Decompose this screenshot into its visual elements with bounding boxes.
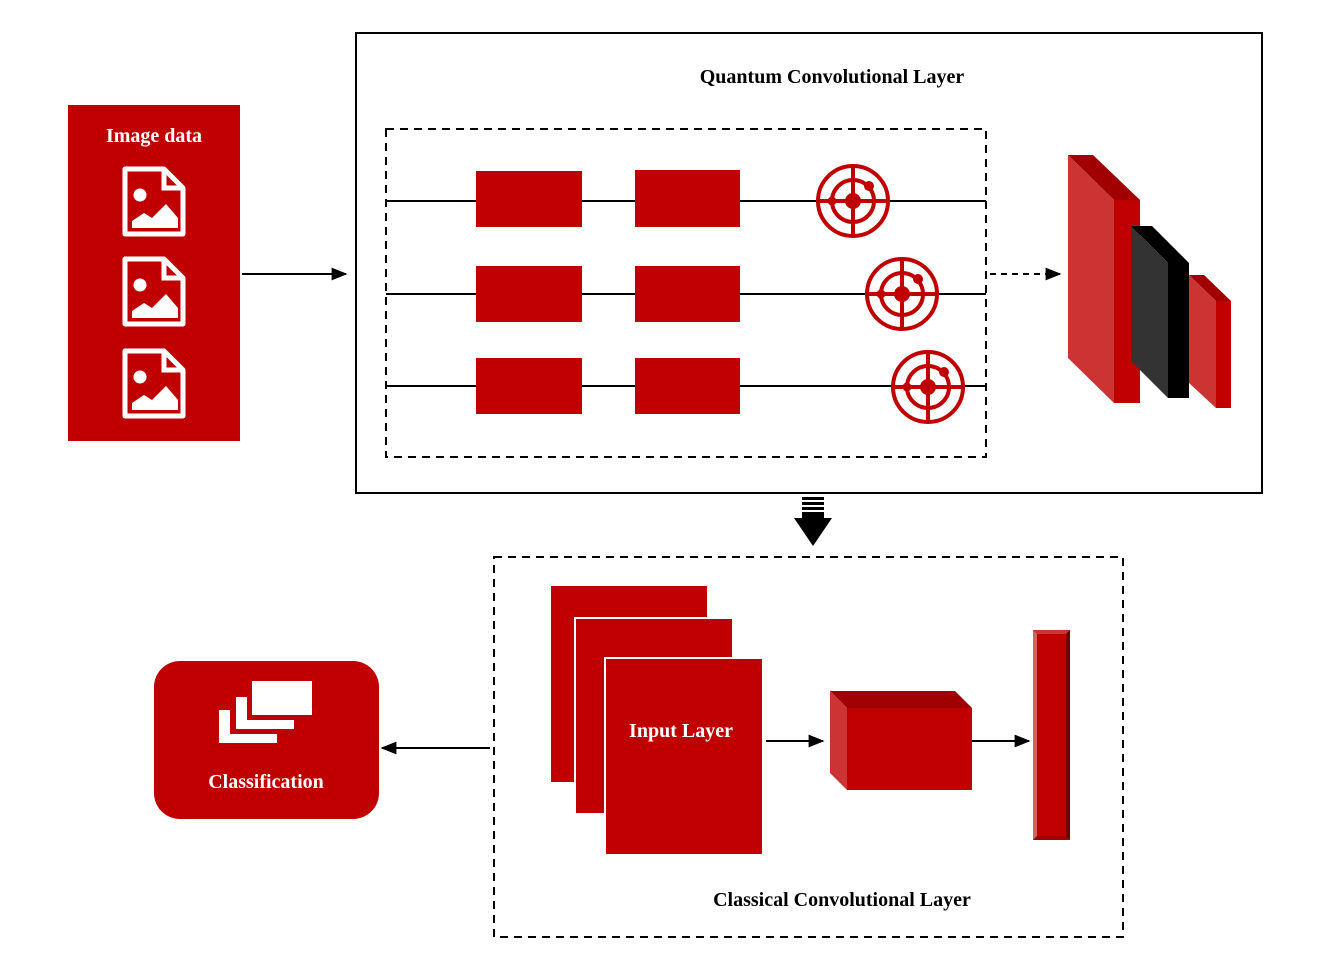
feature-map-red-block (1068, 155, 1140, 403)
feature-map-black-block (1131, 226, 1189, 398)
classification-panel: Classification (154, 661, 379, 819)
quantum-gate (635, 358, 740, 414)
feature-map-red-block-small (1189, 275, 1231, 408)
qubit-line (386, 350, 986, 424)
quantum-layer-panel: Quantum Convolutional Layer (355, 32, 1263, 494)
input-layer-label: Input Layer (629, 720, 733, 742)
target-measure-icon (816, 164, 890, 238)
classical-layer-title: Classical Convolutional Layer (713, 889, 971, 911)
image-data-panel: Image data (68, 105, 240, 441)
classical-layer-panel: Input Layer Classical Convolutional Laye… (493, 556, 1124, 938)
image-file-icon (122, 348, 186, 419)
quantum-gate (476, 266, 582, 322)
qubit-line (386, 164, 986, 238)
target-measure-icon (865, 257, 939, 331)
down-arrow-icon (794, 497, 832, 546)
image-file-icon (122, 166, 186, 237)
image-file-icon (122, 256, 186, 327)
quantum-gate (635, 266, 740, 322)
quantum-gate (476, 358, 582, 414)
image-data-title: Image data (106, 125, 202, 147)
dense-bar (1033, 630, 1070, 840)
conv-block (830, 691, 972, 790)
qubit-line (386, 257, 986, 331)
layers-icon (219, 681, 312, 743)
input-layer-stack: Input Layer (549, 584, 764, 856)
quantum-layer-title: Quantum Convolutional Layer (700, 66, 965, 88)
quantum-gate (476, 171, 582, 227)
classification-label: Classification (208, 771, 324, 793)
target-measure-icon (891, 350, 965, 424)
quantum-gate (635, 170, 740, 227)
